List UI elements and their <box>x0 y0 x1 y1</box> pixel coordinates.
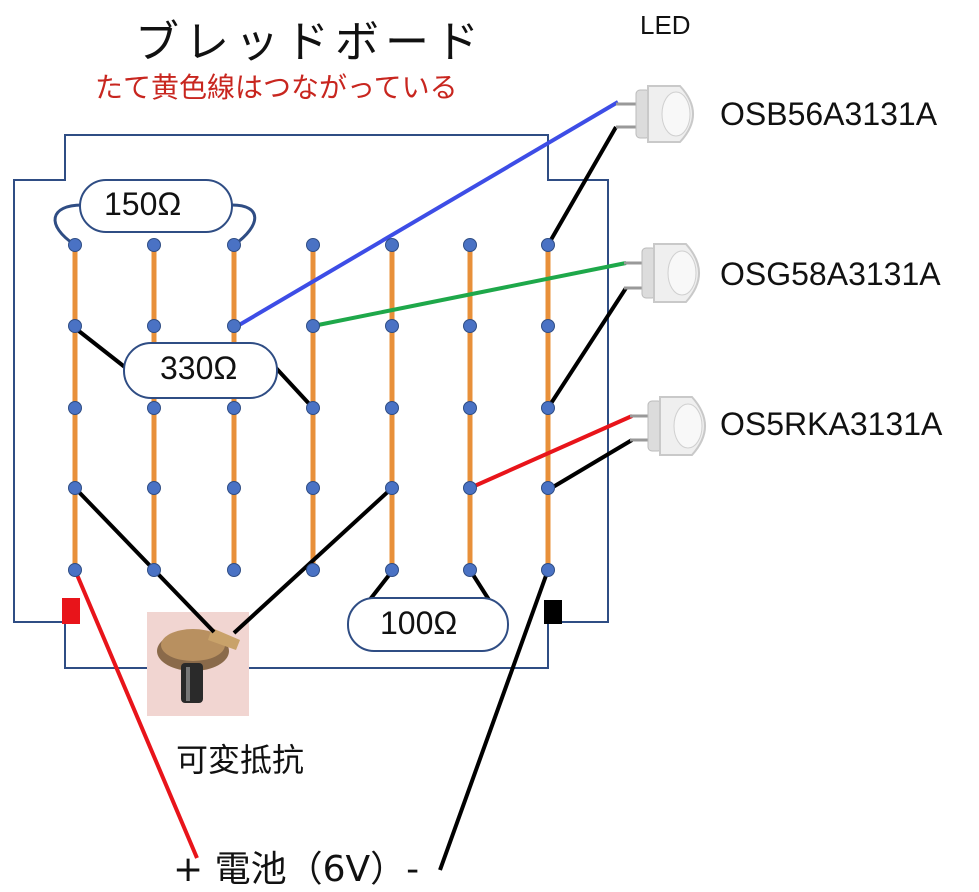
wire-battery-plus <box>73 569 199 859</box>
breadboard-hole <box>68 238 82 252</box>
wire-pot-right <box>232 486 394 635</box>
breadboard-hole <box>147 401 161 415</box>
breadboard-hole <box>68 401 82 415</box>
led-name-green: OSG58A3131A <box>720 256 941 292</box>
resistor-150-body <box>79 179 233 233</box>
wire-red-led <box>469 414 633 490</box>
breadboard-hole <box>463 481 477 495</box>
breadboard-hole <box>147 563 161 577</box>
led-name-blue: OSB56A3131A <box>720 96 938 132</box>
led-name-red: OS5RKA3131A <box>720 406 943 442</box>
breadboard-hole <box>541 401 555 415</box>
breadboard-note: たて黄色線はつながっている <box>95 71 458 104</box>
breadboard-hole <box>306 481 320 495</box>
breadboard-hole <box>463 563 477 577</box>
led-heading: LED <box>640 10 691 40</box>
led-blue-icon <box>616 85 694 143</box>
breadboard-hole <box>68 563 82 577</box>
resistor-150-lead-right <box>231 203 257 247</box>
resistor-330-label: 330Ω <box>160 350 238 386</box>
breadboard-hole <box>541 481 555 495</box>
breadboard-hole <box>227 238 241 252</box>
breadboard-hole <box>147 238 161 252</box>
breadboard-hole <box>385 319 399 333</box>
breadboard-hole <box>541 319 555 333</box>
rail-minus-marker <box>544 600 562 624</box>
resistor-330-lead-left <box>73 326 128 370</box>
breadboard-hole <box>385 401 399 415</box>
breadboard-hole <box>147 481 161 495</box>
resistor-100-body <box>347 597 509 652</box>
wire-battery-minus <box>438 569 550 871</box>
resistor-150-lead-left <box>53 203 83 247</box>
led-green-icon <box>624 243 700 303</box>
breadboard-outline <box>13 134 609 669</box>
breadboard-hole <box>306 319 320 333</box>
breadboard-hole <box>306 563 320 577</box>
resistor-100-label: 100Ω <box>380 605 458 641</box>
potentiometer-image <box>147 612 249 716</box>
breadboard-hole <box>68 319 82 333</box>
wire-blue-led <box>232 100 620 330</box>
breadboard-hole <box>541 563 555 577</box>
breadboard-hole <box>227 563 241 577</box>
holes-group <box>68 238 555 577</box>
battery-label: + 電池（6V）- <box>173 849 420 890</box>
breadboard-hole <box>463 319 477 333</box>
breadboard-hole <box>227 319 241 333</box>
wire-green-led-cathode <box>546 286 628 410</box>
breadboard-title: ブレッドボード <box>135 17 485 68</box>
resistor-330-lead-right <box>274 366 315 410</box>
potentiometer-label: 可変抵抗 <box>176 741 305 779</box>
breadboard-hole <box>385 481 399 495</box>
breadboard-hole <box>385 238 399 252</box>
led-red-icon <box>630 396 706 456</box>
breadboard-hole <box>463 401 477 415</box>
breadboard-hole <box>463 238 477 252</box>
rail-plus-marker <box>62 598 80 624</box>
breadboard-hole <box>147 319 161 333</box>
wire-red-led-cathode <box>546 438 634 492</box>
breadboard-hole <box>227 401 241 415</box>
wire-green-led <box>312 261 627 328</box>
breadboard-hole <box>227 481 241 495</box>
breadboard-hole <box>306 238 320 252</box>
resistor-330-body <box>123 342 278 399</box>
breadboard-hole <box>385 563 399 577</box>
breadboard-hole <box>68 481 82 495</box>
breadboard-hole <box>541 238 555 252</box>
wire-pot-left <box>73 486 216 634</box>
wire-blue-led-cathode <box>546 126 618 246</box>
resistor-150-label: 150Ω <box>104 186 182 222</box>
wires-group <box>73 100 634 871</box>
breadboard-hole <box>306 401 320 415</box>
